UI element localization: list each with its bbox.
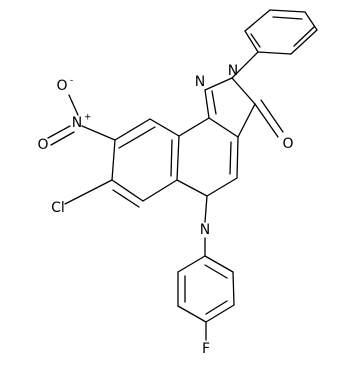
atom-nitro-nitrogen: N (72, 115, 82, 131)
atom-quinoline-nitrogen: N (200, 222, 210, 238)
atom-carbonyl-oxygen: O (282, 136, 293, 152)
atom-pyrazole-nitrogen-2: N (228, 63, 238, 79)
bond-lines (47, 9, 318, 341)
atom-pyrazole-nitrogen-1: N (195, 74, 205, 90)
atom-nitro-oxygen-top: O (56, 78, 67, 94)
charge-plus: + (84, 113, 92, 123)
charge-minus: - (70, 76, 73, 86)
atom-nitro-oxygen-left: O (37, 137, 48, 153)
atom-fluorine: F (202, 341, 210, 357)
atom-chlorine: Cl (51, 200, 65, 216)
